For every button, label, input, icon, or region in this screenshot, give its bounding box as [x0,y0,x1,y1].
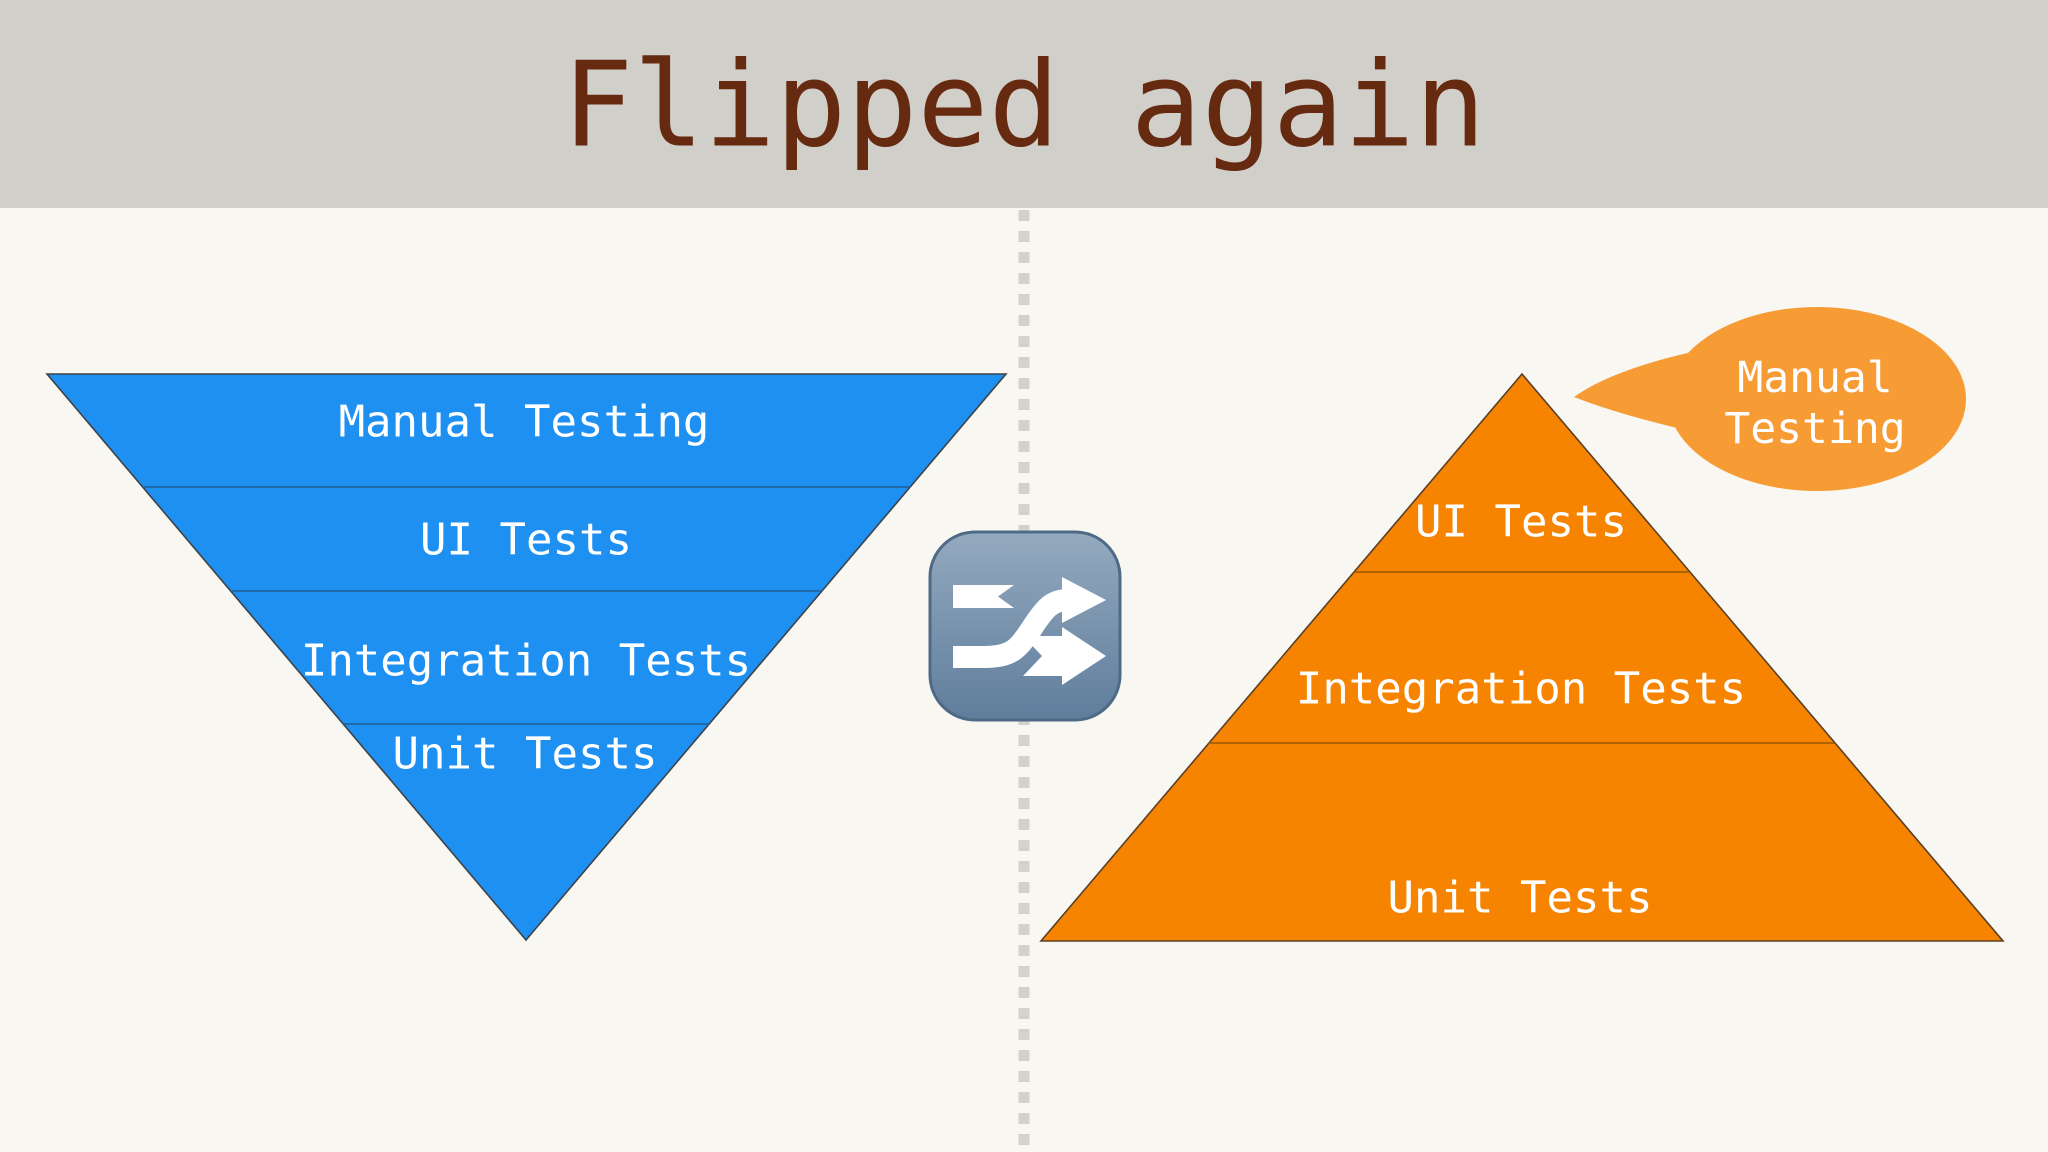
layer-label-manual-testing: Manual Testing [339,396,710,447]
manual-testing-callout: Manual Testing [1574,307,1966,491]
callout-text-line2: Testing [1724,404,1905,454]
layer-label-unit-tests: Unit Tests [1388,872,1653,923]
callout-bubble [1668,307,1966,491]
shuffle-arrow-bottom-right-head [1023,627,1106,685]
shuffle-icon [928,530,1122,722]
callout-text-line1: Manual [1737,353,1892,403]
layer-label-ui-tests: UI Tests [1415,496,1627,547]
layer-label-integration-tests: Integration Tests [1296,663,1746,714]
layer-label-integration-tests: Integration Tests [301,635,751,686]
shuffle-arrow-top-left-stub [953,585,1014,608]
title-band [0,0,2048,208]
layer-label-ui-tests: UI Tests [420,514,632,565]
inverted-pyramid-shape [45,373,1008,942]
slide-title: Flipped again [562,35,1486,173]
callout-tail [1574,352,1694,432]
shuffle-arrow-top-right-head [1062,577,1106,623]
shuffle-arrow-ascending-ribbon [953,589,1069,668]
layer-label-unit-tests: Unit Tests [393,728,658,779]
upright-pyramid-shape [1039,372,2005,942]
